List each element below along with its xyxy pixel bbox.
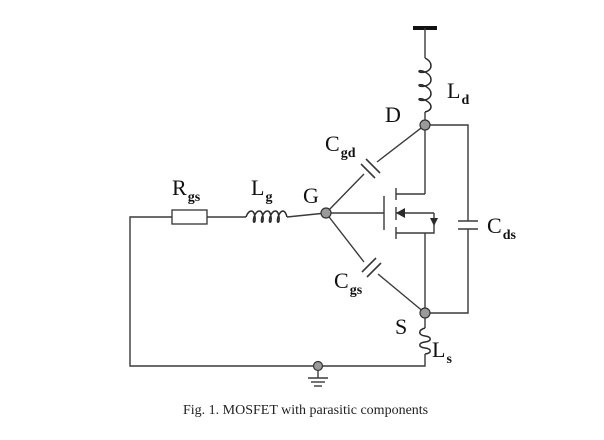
capacitor-cgs-plate-b xyxy=(366,262,382,278)
capacitor-cgd-plate-b xyxy=(365,158,381,174)
capacitor-cgs-plate-a xyxy=(361,257,377,273)
node-source xyxy=(419,307,431,319)
resistor-rgs xyxy=(171,209,208,225)
label-cgs: Cgs xyxy=(334,268,363,298)
node-ground xyxy=(312,360,324,372)
wire-cds-loop xyxy=(425,124,469,221)
label-cgd: Cgd xyxy=(325,131,356,161)
label-ls: Ls xyxy=(432,337,452,367)
inductor-ls xyxy=(419,327,431,355)
inductor-lg xyxy=(245,210,288,223)
figure-caption: Fig. 1. MOSFET with parasitic components xyxy=(183,403,428,418)
inductor-ld xyxy=(418,57,432,113)
label-ld: Ld xyxy=(447,78,469,108)
label-lg: Lg xyxy=(251,175,272,205)
ground-icon xyxy=(308,377,328,387)
label-g: G xyxy=(303,183,319,208)
wire-cgs-s xyxy=(377,273,426,314)
label-s: S xyxy=(395,314,407,339)
wire-lg-g xyxy=(286,212,327,218)
mosfet-symbol xyxy=(326,125,438,313)
wire-cgd-d xyxy=(376,124,426,163)
label-cds: Cds xyxy=(487,213,516,243)
node-gate xyxy=(320,207,332,219)
wire-ls-ground xyxy=(129,216,426,367)
wire-g-cgs xyxy=(325,212,365,263)
label-d: D xyxy=(385,102,401,127)
label-rgs: Rgs xyxy=(172,175,201,205)
wire-cds-source xyxy=(425,229,469,314)
capacitor-cgd-plate-a xyxy=(360,163,376,179)
node-drain xyxy=(419,119,431,131)
wire-g-cgd xyxy=(325,173,365,214)
